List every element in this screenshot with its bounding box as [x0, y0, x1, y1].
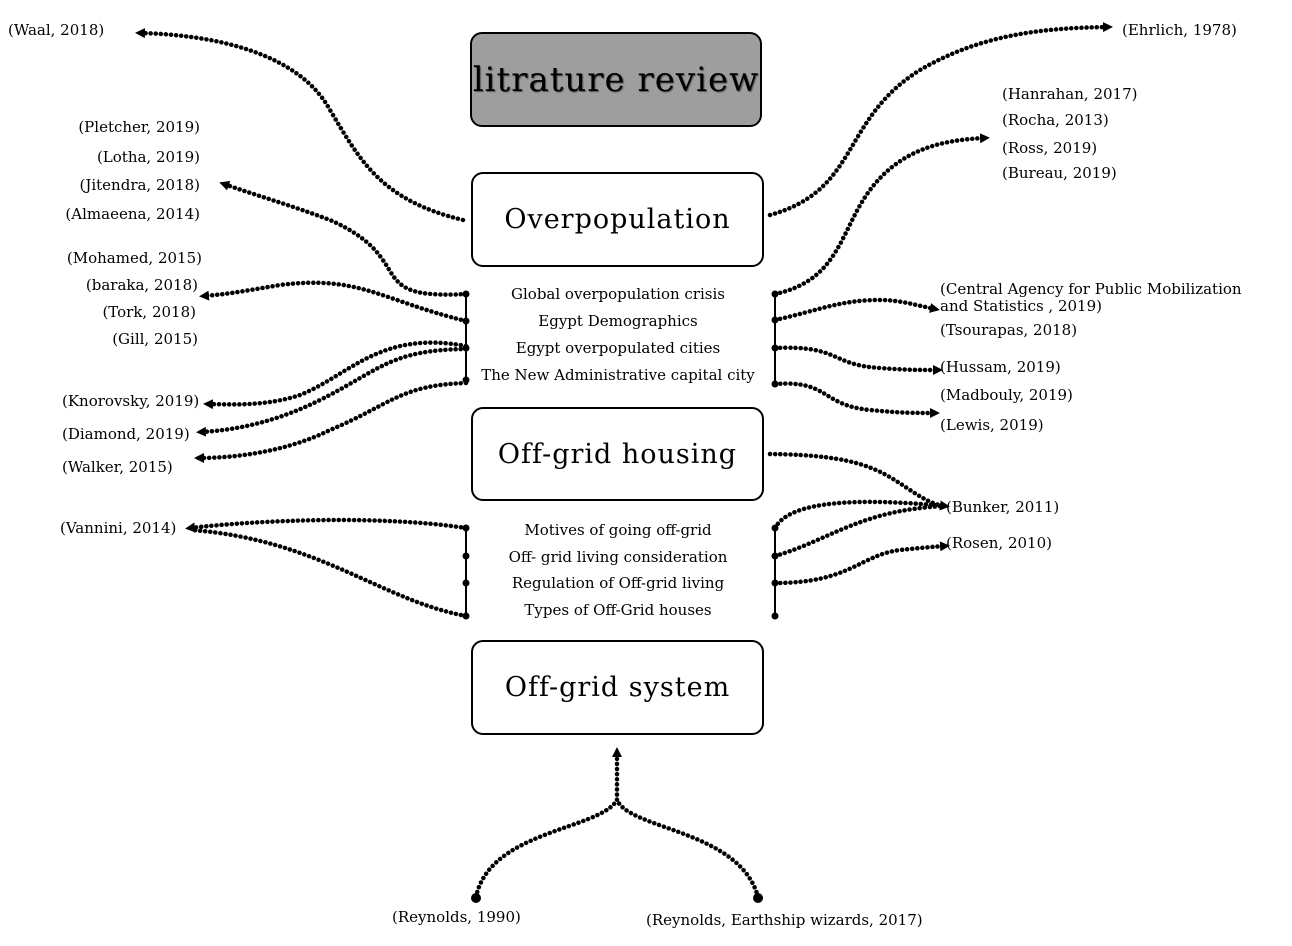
- reference-label: (Jitendra, 2018): [79, 176, 200, 194]
- topic-item: Egypt Demographics: [538, 312, 698, 330]
- reference-label: (Lotha, 2019): [96, 148, 200, 166]
- reference-label: (Almaeena, 2014): [65, 205, 200, 223]
- reference-label: (Vannini, 2014): [60, 519, 177, 537]
- bullet-dot: [462, 344, 470, 352]
- bullet-dot: [471, 893, 481, 903]
- bullet-dot: [462, 290, 470, 298]
- reference-label: (Rosen, 2010): [946, 534, 1052, 552]
- reference-label: (Hussam, 2019): [940, 358, 1061, 376]
- topic-item: Egypt overpopulated cities: [515, 339, 721, 357]
- topic-item: Regulation of Off-grid living: [511, 574, 725, 592]
- topic-item: Types of Off-Grid houses: [524, 601, 712, 619]
- section-off-grid-housing: Off-grid housing: [471, 407, 764, 501]
- connector-consideration-bunker: [772, 503, 948, 559]
- reference-label: and Statistics , 2019): [940, 297, 1102, 315]
- section-off-grid-system: Off-grid system: [471, 640, 764, 735]
- connector-walker: [194, 380, 469, 463]
- connector-jitendra: [219, 180, 469, 297]
- section-title-off-grid-housing: Off-grid housing: [497, 438, 738, 470]
- connector-types-vannini: [189, 527, 469, 619]
- bullet-dot: [462, 376, 470, 384]
- section-title-off-grid-system: Off-grid system: [504, 672, 731, 703]
- bullet-dot: [771, 316, 779, 324]
- reference-label: (Mohamed, 2015): [66, 249, 202, 267]
- connector-hussam: [772, 345, 943, 375]
- connector-central-agency: [772, 297, 940, 323]
- reference-label: (Hanrahan, 2017): [1002, 85, 1138, 103]
- topic-item: The New Administrative capital city: [481, 366, 755, 384]
- topic-item: Global overpopulation crisis: [511, 285, 725, 303]
- reference-label: (Ehrlich, 1978): [1122, 21, 1237, 39]
- connector-regulation-rosen: [772, 541, 950, 586]
- bullet-dot: [771, 579, 779, 587]
- reference-label: (Central Agency for Public Mobilization: [940, 280, 1242, 298]
- bullet-dot: [462, 579, 470, 587]
- bullet-dot: [771, 524, 779, 532]
- connector-reynolds-1990: [473, 747, 622, 900]
- reference-label: (Tork, 2018): [102, 303, 196, 321]
- bullet-dot: [462, 552, 470, 560]
- bullet-dot: [462, 524, 470, 532]
- connector-hanrahan: [772, 133, 990, 297]
- connector-housing-bunker: [767, 451, 950, 511]
- reference-label: (Walker, 2015): [62, 458, 173, 476]
- reference-label: (Tsourapas, 2018): [940, 321, 1078, 339]
- bullet-dot: [771, 612, 779, 620]
- reference-label: (Reynolds, 1990): [392, 908, 521, 926]
- reference-label: (Pletcher, 2019): [78, 118, 200, 136]
- connector-ehrlich: [767, 22, 1113, 218]
- reference-label: (Ross, 2019): [1002, 139, 1098, 157]
- reference-label: (Rocha, 2013): [1002, 111, 1109, 129]
- connector-reynolds-2017: [614, 797, 761, 900]
- reference-label: (Diamond, 2019): [62, 425, 190, 443]
- connector-diamond: [196, 346, 469, 437]
- connector-motives-bunker: [772, 499, 948, 531]
- bullet-dot: [462, 612, 470, 620]
- page-title: litrature review: [472, 59, 760, 100]
- reference-label: (Bunker, 2011): [946, 498, 1060, 516]
- connector-knorovsky: [203, 340, 469, 410]
- reference-label: (Lewis, 2019): [940, 416, 1044, 434]
- connector-motives-vannini: [185, 517, 469, 533]
- title-box: litrature review: [470, 32, 762, 127]
- topic-item: Off- grid living consideration: [508, 548, 728, 566]
- bullet-dot: [462, 317, 470, 325]
- reference-label: (Reynolds, Earthship wizards, 2017): [646, 911, 923, 929]
- reference-label: (Gill, 2015): [112, 330, 198, 348]
- section-overpopulation: Overpopulation: [471, 172, 764, 267]
- connector-waal: [135, 28, 466, 223]
- connector-lewis: [772, 381, 940, 418]
- bullet-dot: [771, 552, 779, 560]
- bullet-dot: [753, 893, 763, 903]
- bullet-dot: [771, 290, 779, 298]
- reference-label: (baraka, 2018): [85, 276, 198, 294]
- section-title-overpopulation: Overpopulation: [504, 204, 731, 235]
- bullet-dot: [771, 380, 779, 388]
- reference-label: (Madbouly, 2019): [940, 386, 1073, 404]
- reference-label: (Waal, 2018): [8, 21, 105, 39]
- reference-label: (Knorovsky, 2019): [62, 392, 200, 410]
- topic-item: Motives of going off-grid: [524, 521, 712, 539]
- reference-label: (Bureau, 2019): [1002, 164, 1117, 182]
- connector-baraka: [199, 280, 469, 324]
- bullet-dot: [771, 344, 779, 352]
